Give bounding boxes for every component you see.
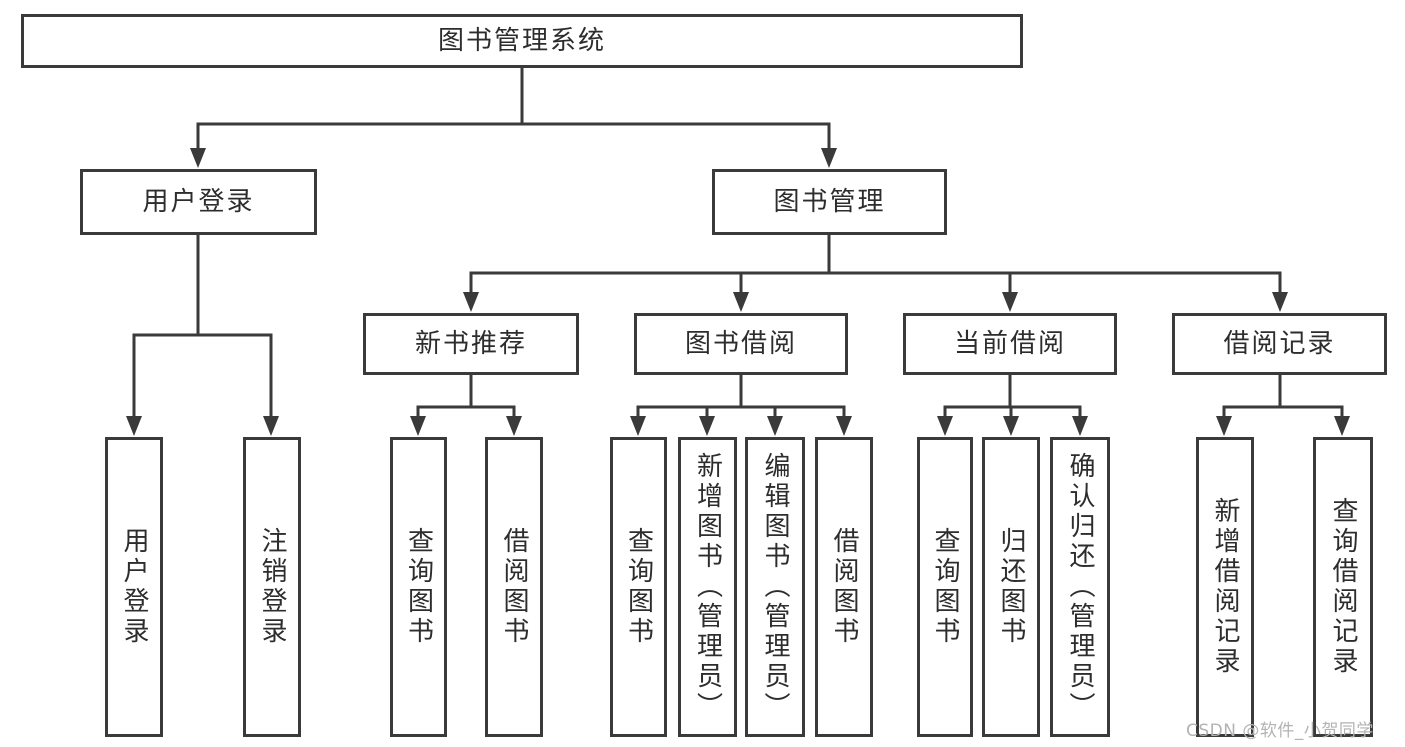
leaf-return-books: 归还图书 xyxy=(982,437,1040,737)
leaf-add-borrow-record: 新增借阅记录 xyxy=(1196,437,1254,737)
leaf-user-login: 用户登录 xyxy=(105,437,163,737)
leaf-logout: 注销登录 xyxy=(243,437,301,737)
node-root: 图书管理系统 xyxy=(21,14,1023,68)
leaf-borrow-books-1: 借阅图书 xyxy=(485,437,543,737)
connector-arrowheads xyxy=(126,148,1350,436)
leaf-edit-books-admin: 编辑图书（管理员） xyxy=(745,437,805,737)
leaf-confirm-return-admin: 确认归还（管理员） xyxy=(1050,437,1110,737)
node-user-login: 用户登录 xyxy=(80,169,317,235)
leaf-query-books-1: 查询图书 xyxy=(390,437,447,737)
node-book-borrowing: 图书借阅 xyxy=(634,313,848,375)
node-new-book-recommend: 新书推荐 xyxy=(363,313,579,375)
node-current-borrowing: 当前借阅 xyxy=(903,313,1117,375)
node-borrow-records: 借阅记录 xyxy=(1172,313,1387,375)
leaf-query-books-3: 查询图书 xyxy=(917,437,973,737)
leaf-add-books-admin: 新增图书（管理员） xyxy=(678,437,737,737)
watermark: CSDN @软件_小贺同学 xyxy=(1186,721,1374,741)
leaf-query-books-2: 查询图书 xyxy=(610,437,667,737)
node-book-management: 图书管理 xyxy=(712,169,947,235)
leaf-query-borrow-record: 查询借阅记录 xyxy=(1313,437,1373,737)
leaf-borrow-books-2: 借阅图书 xyxy=(815,437,873,737)
